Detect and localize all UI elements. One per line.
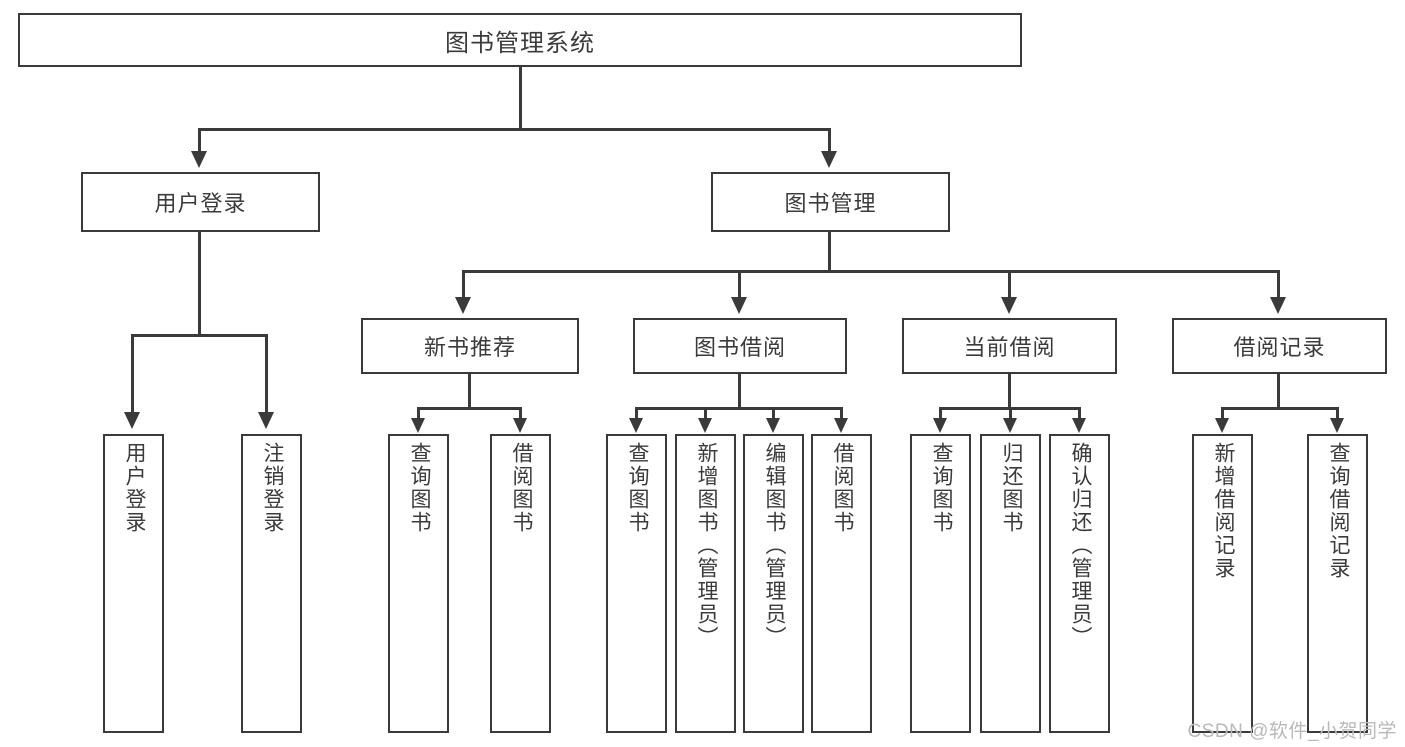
leaf-label: 确认归还（管理员） bbox=[1068, 442, 1092, 649]
connector-level3-bus bbox=[462, 270, 1280, 273]
leaf-cb-return-book[interactable]: 归还图书 bbox=[980, 434, 1041, 733]
leaf-label: 借阅图书 bbox=[830, 442, 854, 534]
connector-drop-leaf-logout bbox=[265, 334, 268, 414]
leaf-bb-query-book[interactable]: 查询图书 bbox=[606, 434, 667, 733]
leaf-bb-edit-book-admin[interactable]: 编辑图书（管理员） bbox=[743, 434, 804, 733]
node-root-book-management-system[interactable]: 图书管理系统 bbox=[18, 13, 1022, 67]
leaf-label: 注销登录 bbox=[260, 442, 284, 534]
connector-drop-leaf-nbr-borrow bbox=[519, 407, 522, 420]
connector-drop-leaf-br-add bbox=[1221, 407, 1224, 420]
connector-book-borrow-bus bbox=[635, 407, 843, 410]
arrowhead-book-borrow bbox=[731, 297, 747, 314]
arrowhead-leaf-cb-confirm bbox=[1072, 418, 1086, 433]
arrowhead-leaf-bb-query bbox=[629, 418, 643, 433]
connector-book-management-stem bbox=[828, 232, 831, 273]
leaf-bb-add-book-admin[interactable]: 新增图书（管理员） bbox=[675, 434, 736, 733]
node-label: 借阅记录 bbox=[1233, 335, 1326, 360]
node-label: 图书借阅 bbox=[693, 335, 786, 360]
node-label: 新书推荐 bbox=[423, 335, 516, 360]
leaf-br-add-record[interactable]: 新增借阅记录 bbox=[1192, 434, 1253, 733]
connector-root-stem bbox=[519, 67, 522, 130]
connector-drop-leaf-bb-add bbox=[704, 407, 707, 420]
leaf-user-login[interactable]: 用户登录 bbox=[103, 434, 164, 733]
arrowhead-leaf-logout bbox=[258, 412, 274, 429]
connector-drop-leaf-cb-return bbox=[1009, 407, 1012, 420]
arrowhead-leaf-cb-query bbox=[933, 418, 947, 433]
connector-drop-leaf-nbr-query bbox=[417, 407, 420, 420]
connector-current-borrow-stem bbox=[1008, 374, 1011, 410]
node-label: 当前借阅 bbox=[963, 335, 1056, 360]
arrowhead-book-management bbox=[821, 151, 837, 168]
connector-user-login-stem bbox=[198, 232, 201, 336]
node-user-login[interactable]: 用户登录 bbox=[81, 172, 320, 232]
arrowhead-leaf-nbr-query bbox=[411, 418, 425, 433]
connector-drop-leaf-bb-borrow bbox=[840, 407, 843, 420]
arrowhead-leaf-br-add bbox=[1215, 418, 1229, 433]
connector-drop-leaf-br-query bbox=[1336, 407, 1339, 420]
node-book-borrow[interactable]: 图书借阅 bbox=[633, 318, 847, 374]
connector-borrow-record-stem bbox=[1277, 374, 1280, 410]
connector-new-book-recommend-bus bbox=[417, 407, 522, 410]
leaf-label: 新增借阅记录 bbox=[1211, 442, 1235, 580]
arrowhead-new-book-recommend bbox=[455, 297, 471, 314]
leaf-cb-query-book[interactable]: 查询图书 bbox=[910, 434, 971, 733]
leaf-label: 查询图书 bbox=[625, 442, 649, 534]
leaf-cb-confirm-return-admin[interactable]: 确认归还（管理员） bbox=[1049, 434, 1110, 733]
leaf-label: 编辑图书（管理员） bbox=[762, 442, 786, 649]
connector-level2-bus bbox=[198, 128, 831, 131]
node-book-management[interactable]: 图书管理 bbox=[711, 172, 950, 232]
connector-borrow-record-bus bbox=[1221, 407, 1338, 410]
arrowhead-leaf-br-query bbox=[1330, 418, 1344, 433]
node-borrow-record[interactable]: 借阅记录 bbox=[1172, 318, 1387, 374]
connector-drop-new-book-recommend bbox=[462, 270, 465, 299]
connector-new-book-recommend-stem bbox=[468, 374, 471, 410]
connector-drop-borrow-record bbox=[1277, 270, 1280, 299]
arrowhead-user-login bbox=[191, 151, 207, 168]
leaf-nbr-borrow-book[interactable]: 借阅图书 bbox=[490, 434, 551, 733]
leaf-label: 新增图书（管理员） bbox=[694, 442, 718, 649]
node-current-borrow[interactable]: 当前借阅 bbox=[902, 318, 1117, 374]
connector-drop-current-borrow bbox=[1008, 270, 1011, 299]
connector-book-borrow-stem bbox=[738, 374, 741, 410]
leaf-label: 用户登录 bbox=[122, 442, 146, 534]
connector-drop-leaf-cb-confirm bbox=[1078, 407, 1081, 420]
leaf-label: 查询借阅记录 bbox=[1326, 442, 1350, 580]
connector-drop-book-borrow bbox=[738, 270, 741, 299]
arrowhead-leaf-nbr-borrow bbox=[513, 418, 527, 433]
leaf-bb-borrow-book[interactable]: 借阅图书 bbox=[811, 434, 872, 733]
arrowhead-leaf-bb-borrow bbox=[834, 418, 848, 433]
connector-drop-leaf-user-login bbox=[131, 334, 134, 414]
leaf-label: 归还图书 bbox=[999, 442, 1023, 534]
leaf-br-query-record[interactable]: 查询借阅记录 bbox=[1307, 434, 1368, 733]
connector-level2-drop-user-login bbox=[198, 128, 201, 153]
connector-drop-leaf-cb-query bbox=[939, 407, 942, 420]
connector-drop-leaf-bb-query bbox=[635, 407, 638, 420]
arrowhead-leaf-bb-edit bbox=[766, 418, 780, 433]
arrowhead-leaf-cb-return bbox=[1003, 418, 1017, 433]
node-label: 图书管理 bbox=[784, 191, 877, 216]
leaf-nbr-query-book[interactable]: 查询图书 bbox=[388, 434, 449, 733]
arrowhead-leaf-user-login bbox=[124, 412, 140, 429]
node-label: 图书管理系统 bbox=[445, 29, 595, 57]
arrowhead-leaf-bb-add bbox=[698, 418, 712, 433]
leaf-label: 查询图书 bbox=[407, 442, 431, 534]
leaf-label: 借阅图书 bbox=[509, 442, 533, 534]
leaf-logout[interactable]: 注销登录 bbox=[241, 434, 302, 733]
connector-user-login-bus bbox=[131, 334, 268, 337]
node-label: 用户登录 bbox=[154, 191, 247, 216]
connector-drop-leaf-bb-edit bbox=[772, 407, 775, 420]
leaf-label: 查询图书 bbox=[929, 442, 953, 534]
arrowhead-current-borrow bbox=[1001, 297, 1017, 314]
arrowhead-borrow-record bbox=[1270, 297, 1286, 314]
node-new-book-recommend[interactable]: 新书推荐 bbox=[361, 318, 579, 374]
connector-level2-drop-book-management bbox=[828, 128, 831, 153]
